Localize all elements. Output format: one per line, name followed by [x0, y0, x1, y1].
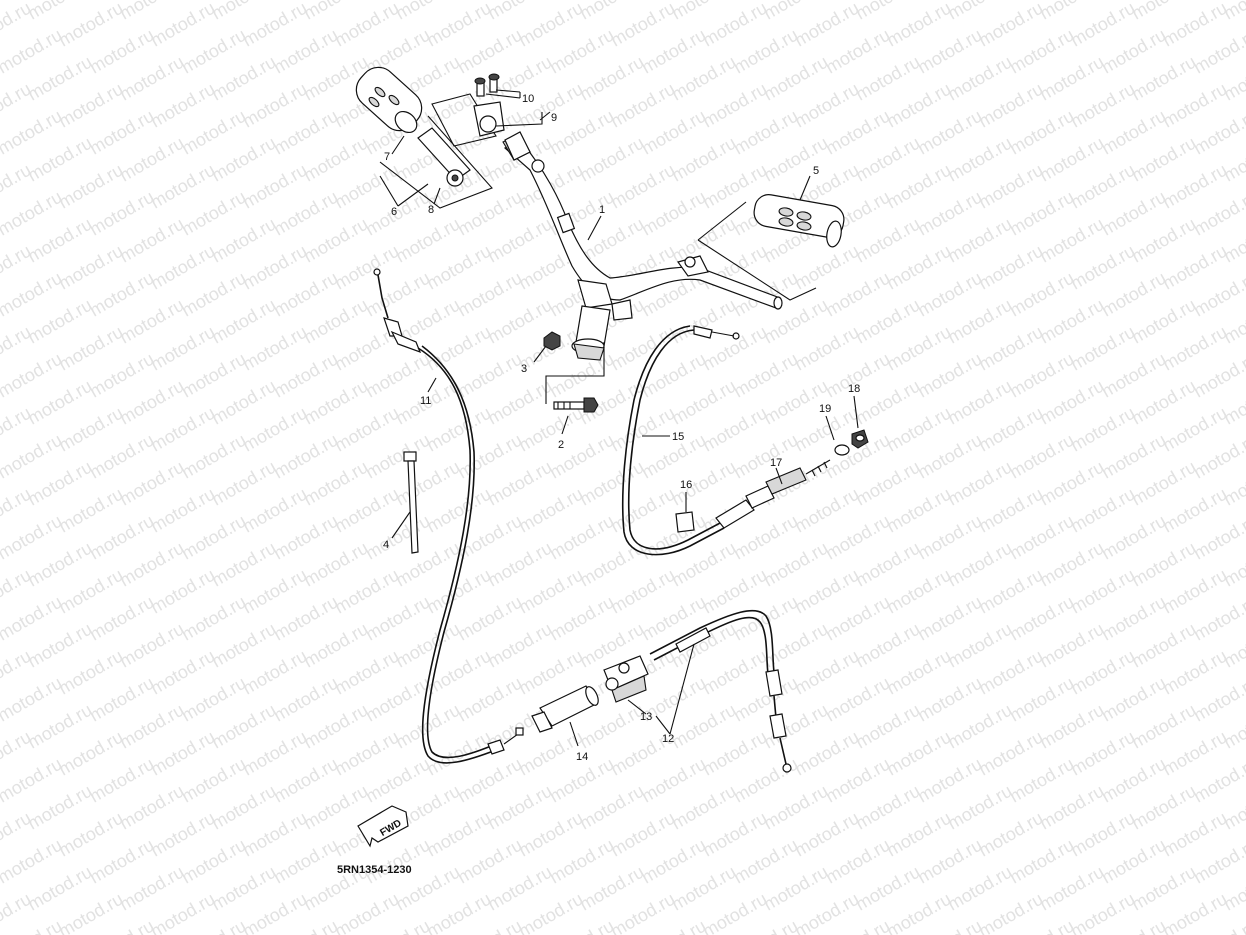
callout-1: 1	[599, 204, 605, 216]
callout-5: 5	[813, 165, 819, 177]
callout-13: 13	[640, 711, 652, 723]
callout-14: 14	[576, 751, 588, 763]
handlebar-holder	[571, 305, 611, 361]
callout-10: 10	[522, 93, 534, 105]
left-grip	[697, 194, 845, 301]
handlebar	[502, 133, 783, 321]
callout-7: 7	[384, 151, 390, 163]
throttle-grip-assembly	[355, 66, 493, 209]
callout-16: 16	[680, 479, 692, 491]
callout-8: 8	[428, 204, 434, 216]
throttle-cable-assembly	[531, 609, 792, 773]
leader-lines	[379, 111, 859, 747]
throttle-housing	[431, 73, 543, 161]
front-brake-cable	[373, 268, 524, 764]
callout-3: 3	[521, 363, 527, 375]
callout-15: 15	[672, 431, 684, 443]
diagram-code: 5RN1354-1230	[337, 864, 412, 876]
callout-11: 11	[420, 395, 431, 407]
nut	[543, 331, 561, 351]
callout-2: 2	[558, 439, 564, 451]
callout-19: 19	[819, 403, 831, 415]
callout-labels: 1 2 3 4 5 6 7 8 9 10 11 12 13 14 15 16 1…	[383, 93, 860, 763]
callout-9: 9	[551, 112, 557, 124]
watermark-text: motod.ru	[1220, 0, 1246, 23]
callout-6: 6	[391, 206, 397, 218]
pin	[834, 444, 850, 456]
cable-tie	[403, 451, 419, 554]
rear-brake-cable	[621, 325, 869, 556]
callout-17: 17	[770, 457, 782, 469]
callout-18: 18	[848, 383, 860, 395]
bolt	[545, 342, 605, 413]
callout-4: 4	[383, 539, 389, 551]
callout-12: 12	[662, 733, 674, 745]
